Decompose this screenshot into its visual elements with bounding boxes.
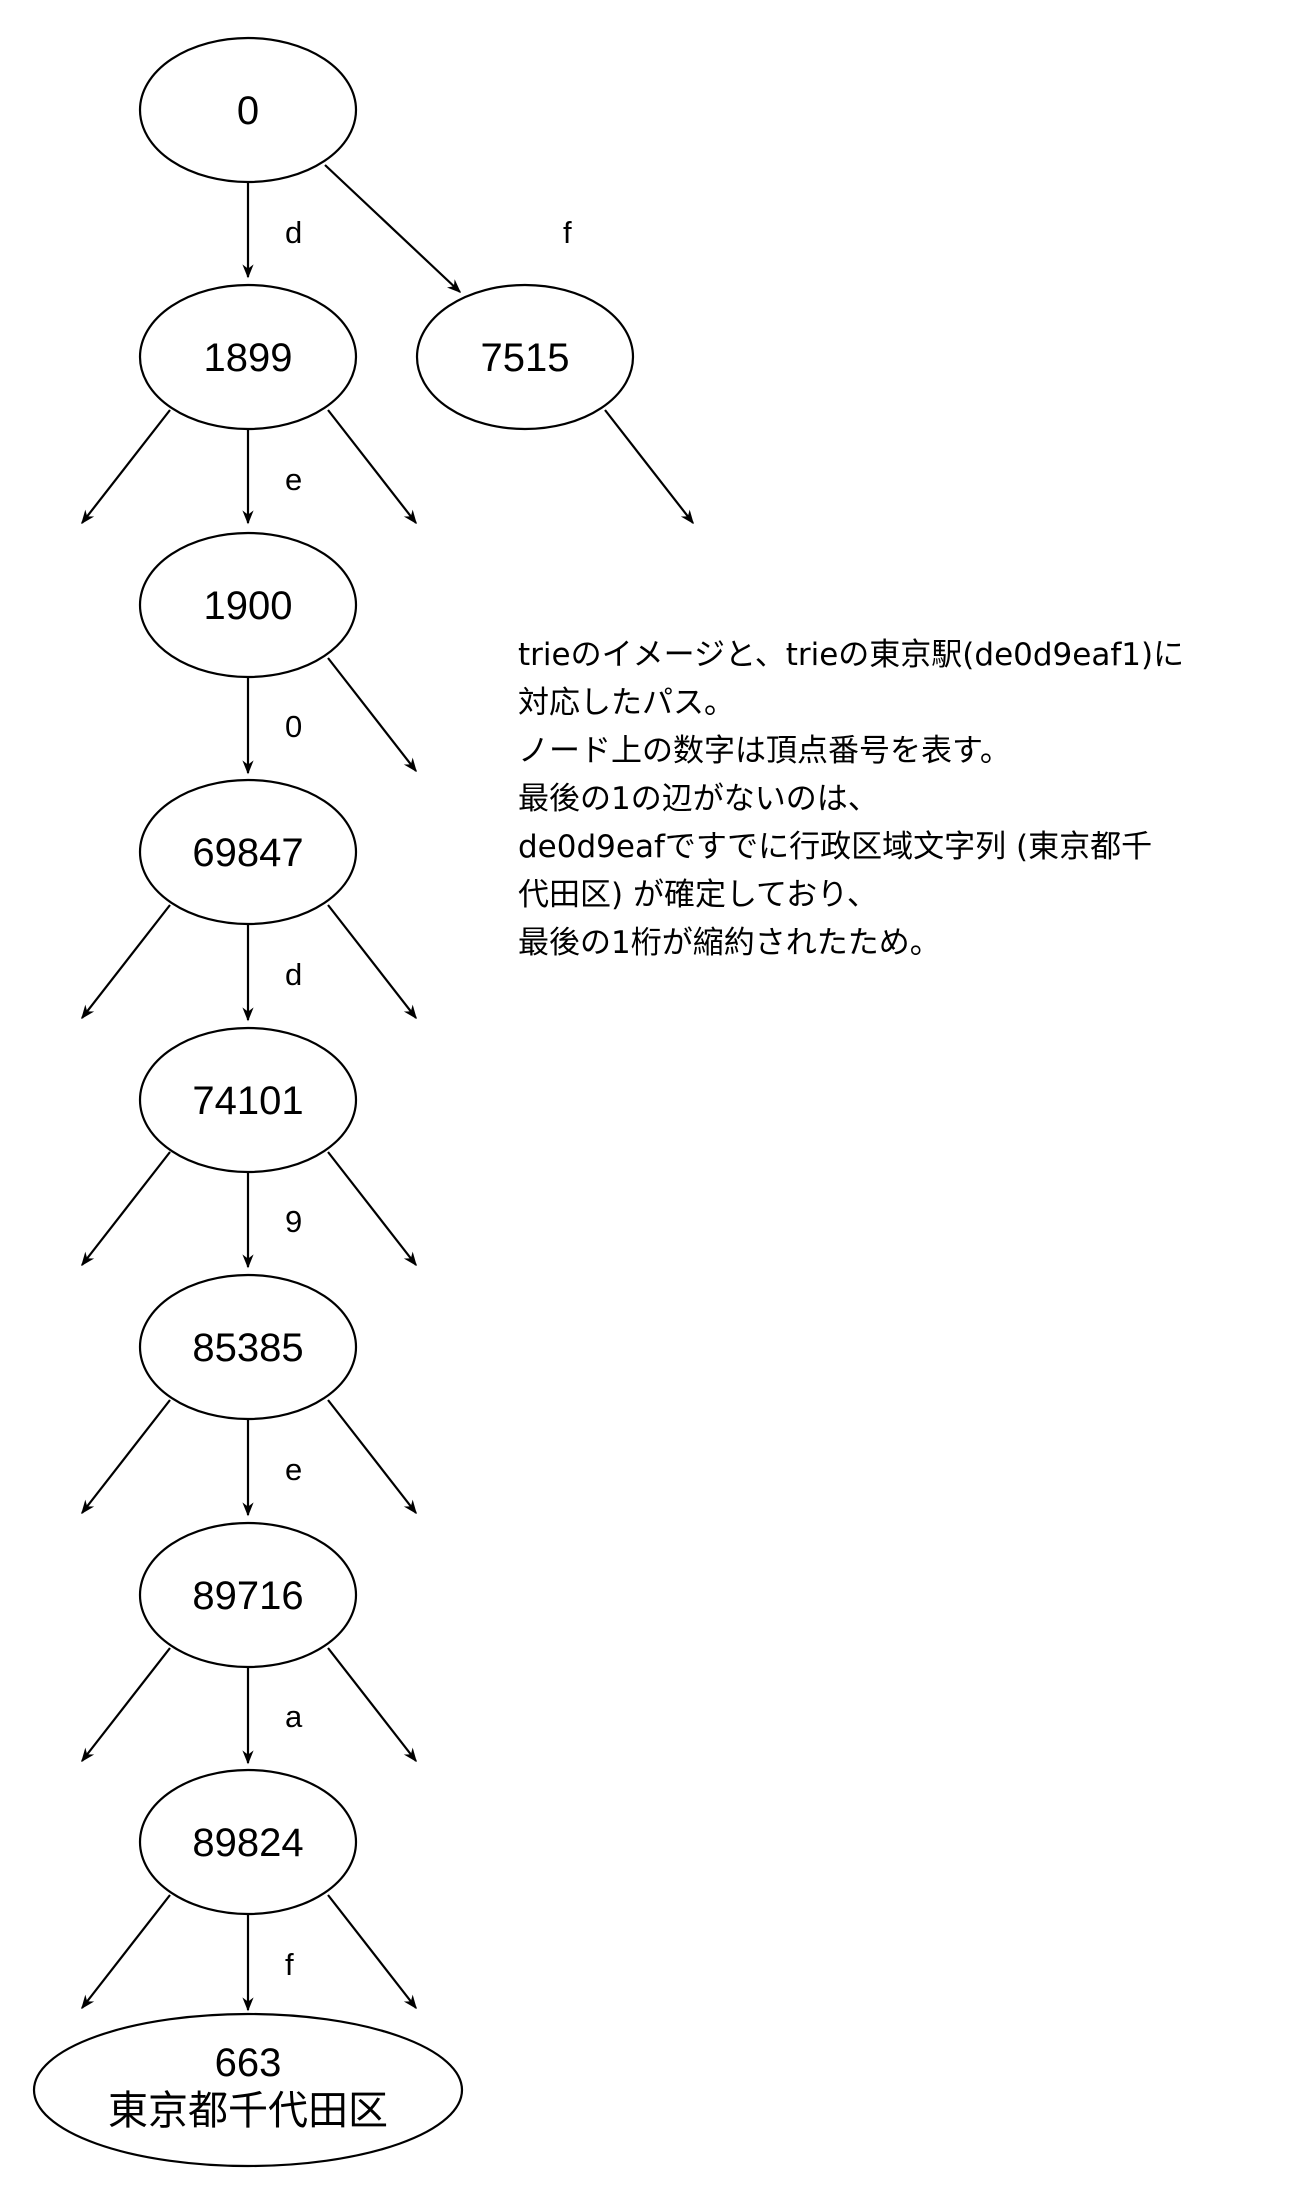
note-line: 代田区) が確定しており、 <box>518 877 878 913</box>
edge-label-9: 9 <box>285 1204 302 1239</box>
edge-7515-right <box>604 409 694 525</box>
edge-1900-right <box>327 657 417 773</box>
node-label: 1899 <box>204 336 293 380</box>
node-label: 663 <box>215 2041 282 2085</box>
edge-89824-left <box>81 1894 171 2010</box>
node-label: 74101 <box>192 1079 303 1123</box>
edge-label-d1: d <box>285 215 302 250</box>
edge-74101-right <box>327 1151 417 1267</box>
node-shape <box>32 2012 464 2168</box>
edge-label-f2: f <box>285 1947 294 1982</box>
nodes-layer: 0 1899 7515 1900 69847 74101 85385 8971 <box>32 36 635 2168</box>
node-1899: 1899 <box>138 283 358 431</box>
node-shape <box>138 283 358 431</box>
edge-label-e2: e <box>285 1452 302 1487</box>
node-shape <box>138 531 358 679</box>
note-line: ノード上の数字は頂点番号を表す。 <box>518 733 1011 769</box>
node-74101: 74101 <box>138 1026 358 1174</box>
node-shape <box>415 283 635 431</box>
node-69847: 69847 <box>138 778 358 926</box>
edge-0-7515 <box>324 164 462 293</box>
node-label: 89716 <box>192 1574 303 1618</box>
edge-1899-left <box>81 409 171 525</box>
node-label: 7515 <box>481 336 570 380</box>
node-label: 1900 <box>204 584 293 628</box>
node-85385: 85385 <box>138 1273 358 1421</box>
node-89716: 89716 <box>138 1521 358 1669</box>
edge-label-f1: f <box>563 215 572 250</box>
node-label: 85385 <box>192 1326 303 1370</box>
node-shape <box>138 1768 358 1916</box>
edge-label-e1: e <box>285 462 302 497</box>
edge-69847-left <box>81 904 171 1020</box>
node-89824: 89824 <box>138 1768 358 1916</box>
edge-85385-left <box>81 1399 171 1515</box>
node-7515: 7515 <box>415 283 635 431</box>
edge-85385-right <box>327 1399 417 1515</box>
node-shape <box>138 1521 358 1669</box>
edges-layer <box>81 164 694 2012</box>
edge-labels-layer: d f e 0 d 9 e a f <box>285 215 572 1982</box>
node-shape <box>138 36 358 184</box>
edge-label-a: a <box>285 1699 303 1734</box>
edge-89716-right <box>327 1647 417 1763</box>
node-1900: 1900 <box>138 531 358 679</box>
node-shape <box>138 1026 358 1174</box>
edge-89824-right <box>327 1894 417 2010</box>
node-0: 0 <box>138 36 358 184</box>
edge-69847-right <box>327 904 417 1020</box>
node-label: 0 <box>237 89 259 133</box>
note-line: 最後の1の辺がないのは、 <box>518 781 879 817</box>
edge-89716-left <box>81 1647 171 1763</box>
node-663: 663 東京都千代田区 <box>32 2012 464 2168</box>
node-label: 69847 <box>192 831 303 875</box>
note-line: 最後の1桁が縮約されたため。 <box>518 925 941 961</box>
node-shape <box>138 778 358 926</box>
note-line: 対応したパス。 <box>518 685 735 721</box>
node-shape <box>138 1273 358 1421</box>
node-sublabel: 東京都千代田区 <box>108 2088 388 2134</box>
note-text: trieのイメージと、trieの東京駅(de0d9eaf1)に 対応したパス。 … <box>518 637 1184 961</box>
node-label: 89824 <box>192 1821 303 1865</box>
edge-74101-left <box>81 1151 171 1267</box>
edge-label-d2: d <box>285 957 302 992</box>
note-line: de0d9eafですでに行政区域文字列 (東京都千 <box>518 829 1152 865</box>
edge-label-0: 0 <box>285 709 302 744</box>
edge-1899-right <box>327 409 417 525</box>
note-line: trieのイメージと、trieの東京駅(de0d9eaf1)に <box>518 637 1184 673</box>
